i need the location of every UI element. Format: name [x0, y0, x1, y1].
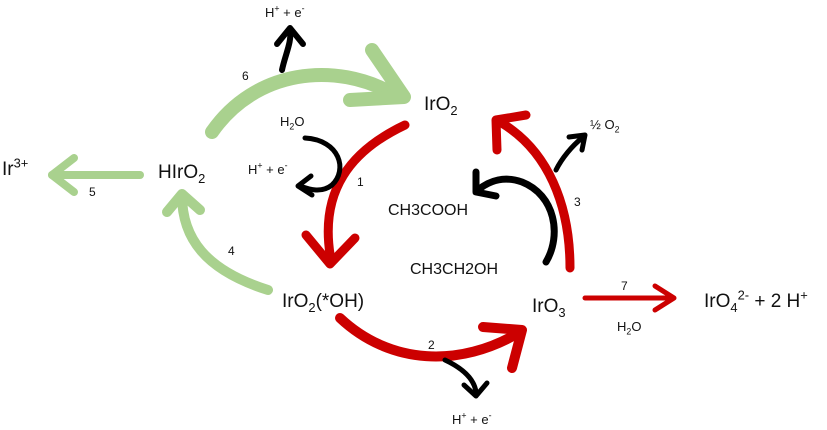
arrow-6-branch-head: [274, 25, 306, 47]
label-acetic-acid: CH3COOH: [388, 202, 469, 219]
arrow-4: [177, 190, 273, 295]
step-number-3: 3: [574, 195, 581, 209]
arrow-4-head: [162, 189, 205, 217]
step-number-6: 6: [242, 69, 249, 83]
arrow-1: [323, 120, 410, 265]
label-h-e-step2: H+ + e-: [452, 410, 492, 427]
arrow-1-branch-head: [295, 173, 315, 198]
label-ethanol: CH3CH2OH: [410, 261, 499, 278]
o2-branch: [553, 135, 585, 173]
step-number-5: 5: [89, 185, 96, 199]
label-water-step7: H2O: [617, 319, 642, 337]
label-hiro2: HIrO2: [158, 162, 206, 186]
step-number-7: 7: [621, 279, 628, 293]
step-number-1: 1: [357, 175, 364, 189]
arrow-6-head: [343, 43, 411, 107]
arrow-2-head: [478, 322, 527, 373]
ethanol-to-acid-arrow: [474, 175, 558, 266]
arrow-1-head: [301, 230, 360, 269]
arrow-5-head: [48, 154, 78, 196]
arrow-6: [205, 67, 402, 139]
label-iro4-product: IrO42- + 2 H+: [704, 287, 808, 315]
step-number-2: 2: [428, 338, 435, 352]
arrow-3: [495, 117, 575, 273]
label-iro3: IrO3: [532, 296, 566, 320]
arrow-2-branch-head: [461, 380, 490, 399]
label-water-step1: H2O: [280, 114, 305, 132]
arrow-2: [335, 313, 525, 362]
o2-branch-head: [566, 132, 588, 153]
arrow-7-head: [652, 283, 677, 313]
step-number-4: 4: [228, 244, 235, 258]
arrow-2-branch: [442, 357, 479, 395]
arrow-1-branch: [297, 135, 343, 193]
label-h-e-step1: H+ + e-: [248, 160, 288, 177]
label-ir3plus: Ir3+: [2, 155, 29, 180]
label-iro2-oh: IrO2(*OH): [282, 291, 365, 315]
ethanol-to-acid-arrow-head: [472, 168, 500, 200]
label-h-e-top: H+ + e-: [265, 3, 305, 20]
label-iro2: IrO2: [424, 94, 458, 118]
label-half-o2: ½ O2: [590, 117, 620, 135]
arrow-3-head: [491, 110, 531, 155]
